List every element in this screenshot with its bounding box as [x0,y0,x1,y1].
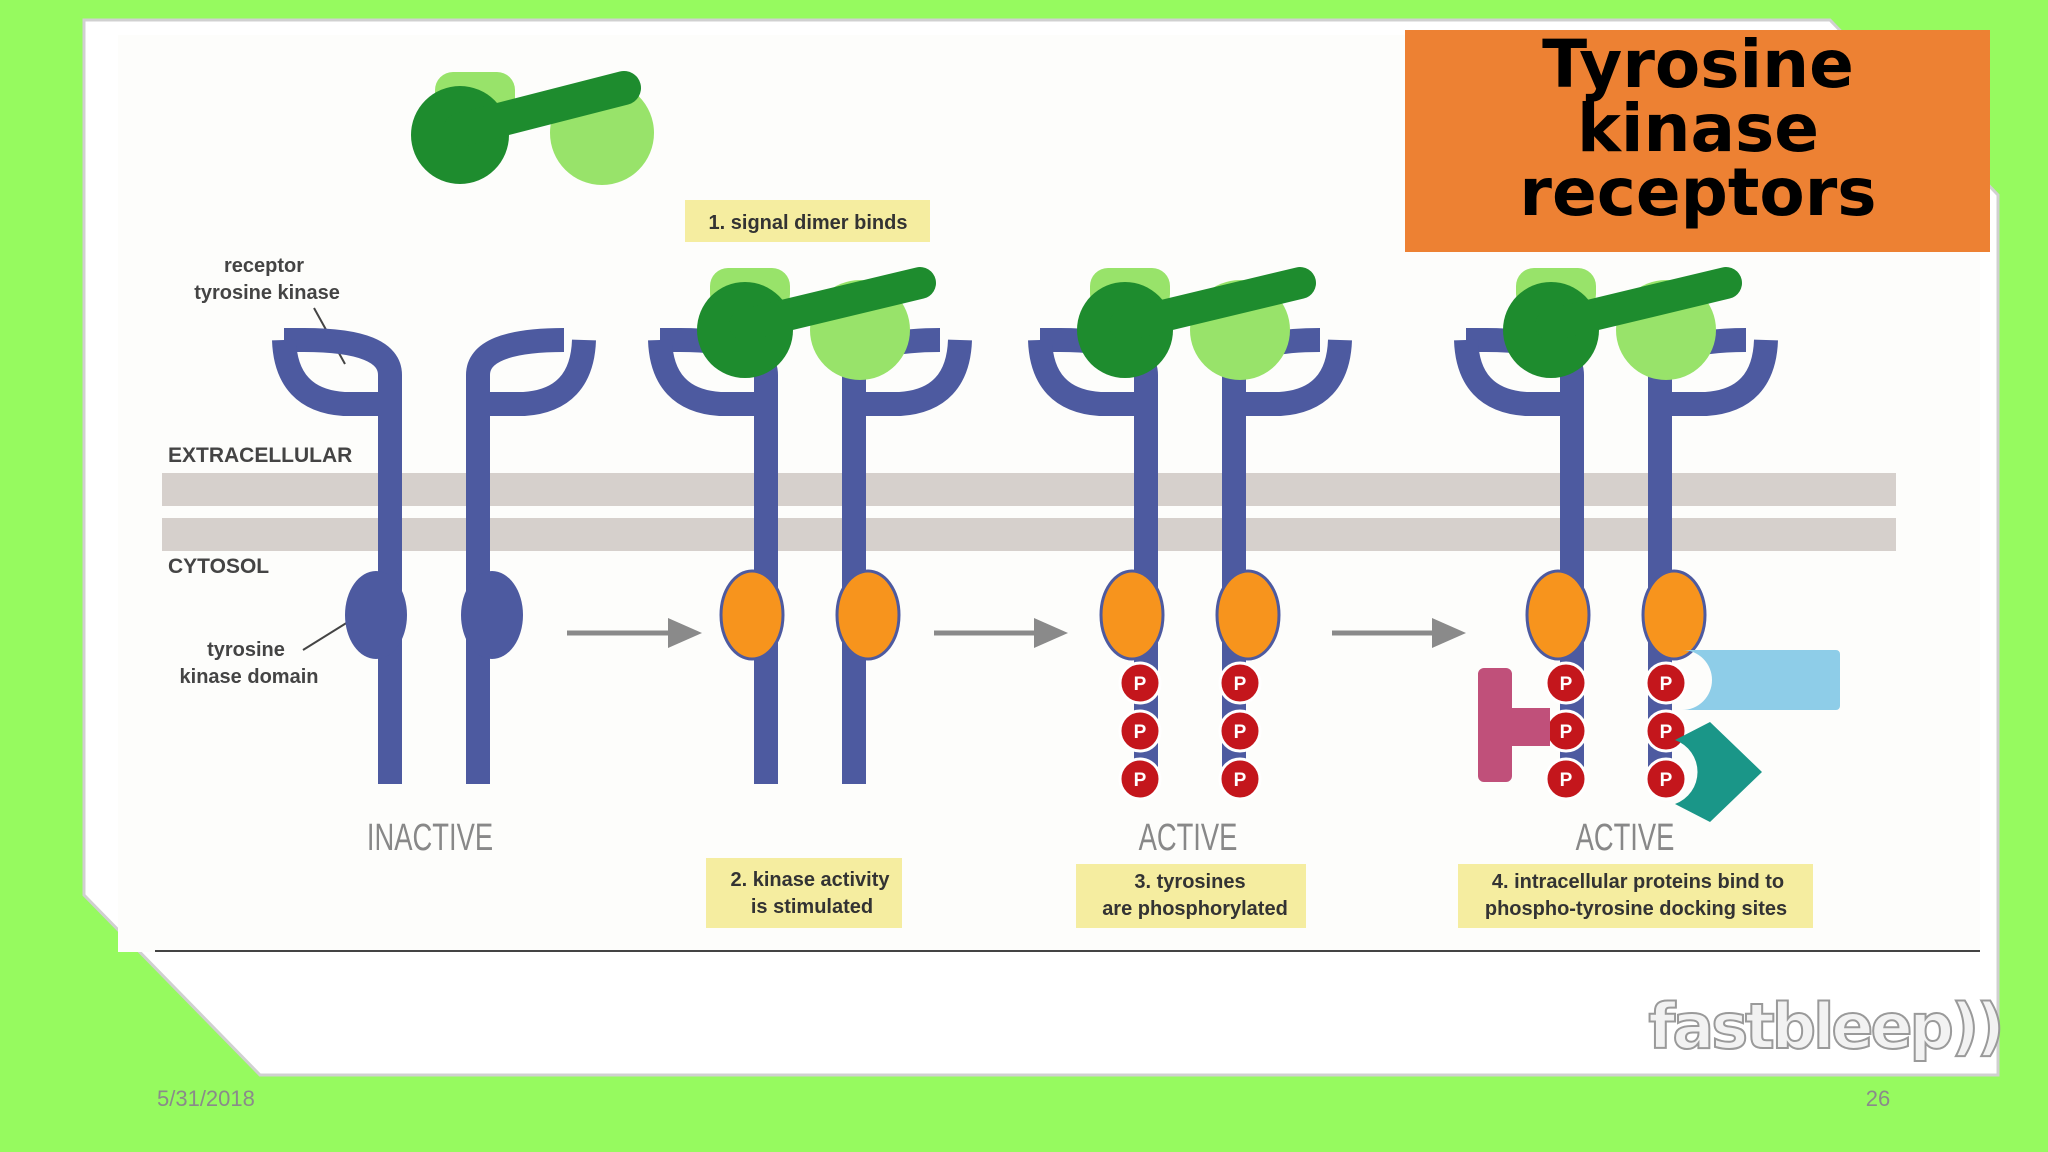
phosphate-group: P [1118,709,1162,753]
receptor-step2 [648,267,972,784]
phosphate-label: P [1560,770,1573,791]
docking-protein-teal [1675,722,1762,822]
step-2-text-line2: is stimulated [751,896,873,918]
phosphate-circle [1218,709,1262,753]
step-4-text-line2: phospho-tyrosine docking sites [1485,898,1787,920]
membrane-inner-leaflet [162,518,1896,551]
phosphate-circle [1644,709,1688,753]
arrow-step-2 [934,618,1068,648]
receptor-inactive [272,328,596,784]
signal-dimer-bound [1503,267,1742,380]
step-1-text: 1. signal dimer binds [709,212,908,234]
phosphate-label: P [1134,674,1147,695]
phosphate-label: P [1660,770,1673,791]
phosphate-circle [1544,757,1588,801]
fastbleep-logo: fastbleep)) [1647,988,2006,1064]
state-label-inactive: INACTIVE [367,817,493,859]
phosphate-group: P [1544,757,1588,801]
kinase-domain-label-pointer [302,621,349,651]
kinase-domain-label-line1: tyrosine [207,639,285,661]
title-line-2: kinase [1577,90,1819,167]
arrow-step-3 [1332,618,1466,648]
binding-cup-right [478,339,596,416]
docking-protein-pink [1478,668,1550,782]
step-box-2: 2. kinase activity is stimulated [706,858,902,928]
phosphate-label: P [1234,770,1247,791]
binding-cup-right [854,339,972,416]
phosphate-label: P [1134,770,1147,791]
signal-dimer-bound [1077,267,1316,380]
phosphate-label: P [1560,674,1573,695]
kinase-domain-left [1099,569,1165,661]
phosphate-group: P [1644,709,1688,753]
phosphate-label: P [1560,722,1573,743]
phosphate-circle [1118,709,1162,753]
title-box: Tyrosine kinase receptors [1405,26,1990,252]
receptor-step3: P P P P P P [1028,267,1352,801]
phosphate-circle [1644,757,1688,801]
phosphate-group: P [1544,661,1588,705]
binding-cup-left [1028,339,1146,416]
membrane-outer-leaflet [162,473,1896,506]
phosphate-circle [1118,757,1162,801]
logo-text: fastbleep)) [1648,990,2001,1063]
phosphate-circle [1118,661,1162,705]
phosphate-circle [1544,661,1588,705]
arrow-step-1 [567,618,702,648]
slide-page-number: 26 [1866,1086,1890,1111]
kinase-domain-left [345,571,407,659]
phosphate-group: P [1218,661,1262,705]
docking-protein-blue [1682,650,1840,710]
cytosol-label: CYTOSOL [168,555,269,578]
step-box-3: 3. tyrosines are phosphorylated [1076,864,1306,928]
phosphate-group: P [1118,661,1162,705]
kinase-domain-right [835,569,901,661]
step-box-4: 4. intracellular proteins bind to phosph… [1458,864,1813,928]
state-label-active-1: ACTIVE [1139,817,1238,859]
phosphate-label: P [1234,722,1247,743]
kinase-domain-right [1641,569,1707,661]
phosphate-circle [1218,757,1262,801]
phosphate-circle [1218,661,1262,705]
phosphate-group: P [1118,757,1162,801]
slide-date: 5/31/2018 [157,1086,255,1111]
phosphate-group: P [1218,757,1262,801]
phosphate-circle [1644,661,1688,705]
binding-cup-left [648,339,766,416]
phosphate-label: P [1660,674,1673,695]
step-3-text-line1: 3. tyrosines [1134,871,1245,893]
binding-cup-left [1454,339,1572,416]
docking-proteins [1478,650,1840,822]
receptor-step4: P P P P P P [1454,267,1778,801]
kinase-domain-label-line2: kinase domain [180,666,319,688]
step-3-text-line2: are phosphorylated [1102,898,1288,920]
title-line-3: receptors [1519,154,1876,231]
kinase-domain-left [719,569,785,661]
extracellular-label: EXTRACELLULAR [168,444,352,467]
kinase-domain-right [461,571,523,659]
binding-cup-right [1234,339,1352,416]
receptor-left-chain [303,328,402,590]
step-2-text-line1: 2. kinase activity [731,869,891,891]
phosphate-label: P [1234,674,1247,695]
phosphate-group: P [1644,661,1688,705]
phosphate-group: P [1644,757,1688,801]
step-box-1: 1. signal dimer binds [685,200,930,242]
signal-dimer-bound [697,267,936,380]
binding-cup-left [272,339,390,416]
receptor-label-line1: receptor [224,255,304,277]
receptor-label-line2: tyrosine kinase [194,282,340,304]
phosphate-label: P [1134,722,1147,743]
step-4-text-line1: 4. intracellular proteins bind to [1492,871,1784,893]
receptor-right-chain [466,328,565,590]
kinase-domain-right [1215,569,1281,661]
title-line-1: Tyrosine [1542,26,1854,103]
signal-dimer-free [411,71,654,185]
binding-cup-right [1660,339,1778,416]
phosphate-label: P [1660,722,1673,743]
phosphate-group: P [1544,709,1588,753]
state-label-active-2: ACTIVE [1576,817,1675,859]
kinase-domain-left [1525,569,1591,661]
phosphate-group: P [1218,709,1262,753]
